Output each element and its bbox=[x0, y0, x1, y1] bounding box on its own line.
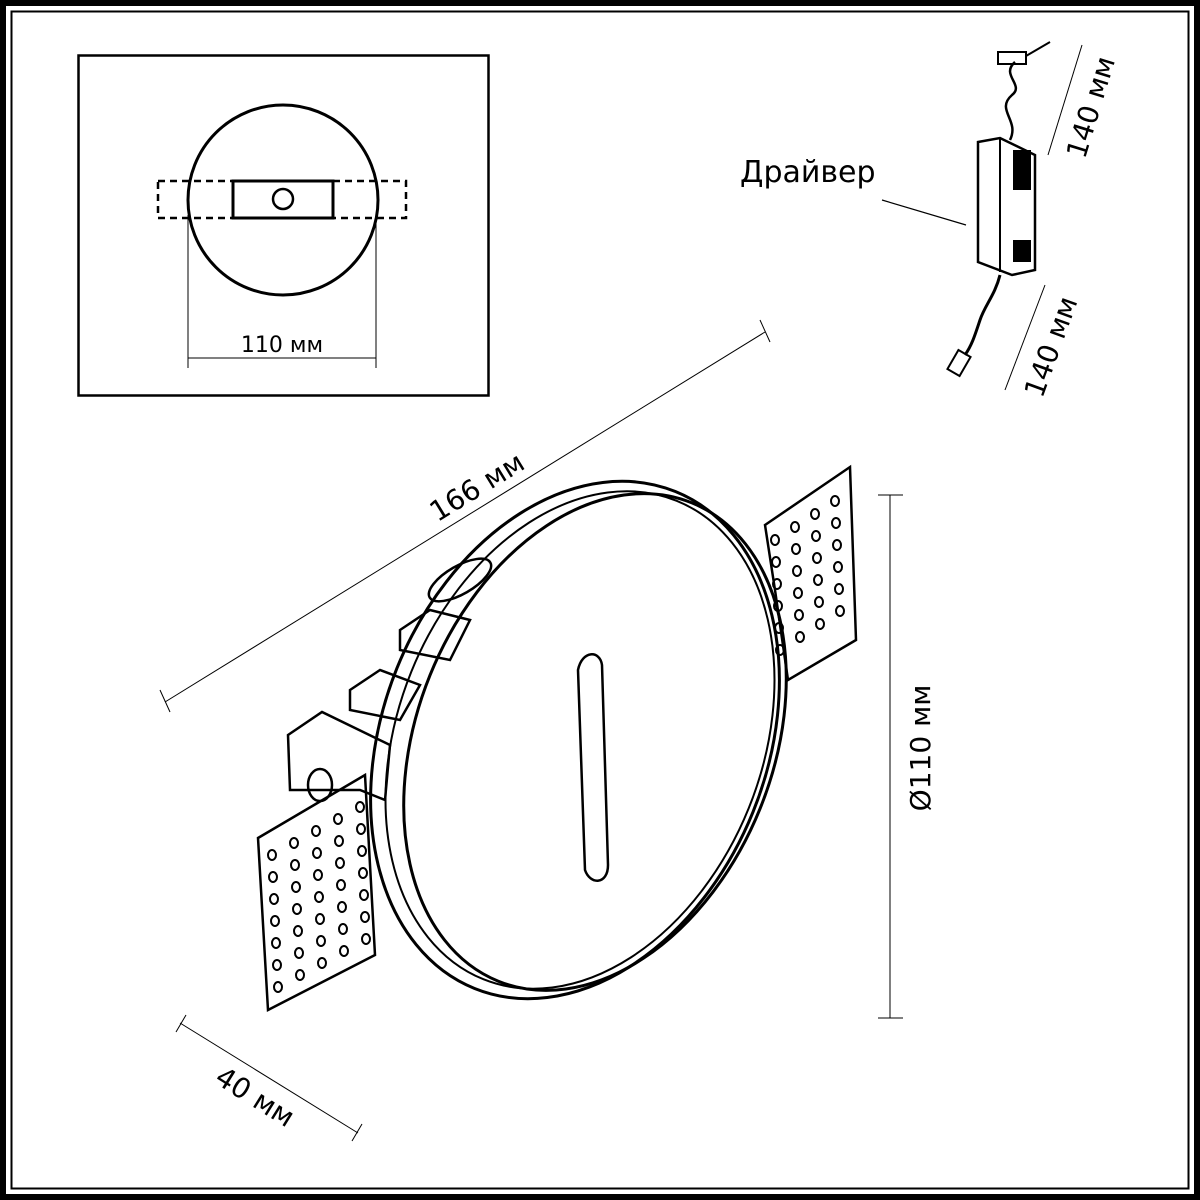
perforation-hole bbox=[811, 530, 821, 542]
perforation-hole bbox=[333, 813, 343, 825]
perforation-hole bbox=[269, 893, 279, 905]
disc-face bbox=[402, 492, 788, 992]
perforation-hole bbox=[771, 556, 781, 568]
bracket-slot bbox=[306, 767, 334, 803]
spring-clip-right bbox=[331, 179, 408, 220]
perforation-hole bbox=[294, 947, 304, 959]
driver-input-cable bbox=[1004, 61, 1018, 141]
perforation-hole bbox=[814, 596, 824, 608]
perforation-hole bbox=[770, 534, 780, 546]
perforation-hole bbox=[813, 574, 823, 586]
output-cable-length-label: 140 мм bbox=[1018, 292, 1085, 402]
perforation-hole bbox=[361, 933, 371, 945]
perforation-hole bbox=[291, 881, 301, 893]
perforation-hole bbox=[834, 583, 844, 595]
perforation-hole bbox=[290, 859, 300, 871]
perforation-hole bbox=[831, 517, 841, 529]
perforation-hole bbox=[790, 521, 800, 533]
right-mounting-plate bbox=[763, 464, 858, 683]
perforation-hole bbox=[267, 849, 277, 861]
dim-line-140-top bbox=[1047, 44, 1083, 156]
perforation-hole bbox=[311, 825, 321, 837]
perforation-hole bbox=[795, 631, 805, 643]
perforation-hole bbox=[292, 903, 302, 915]
perforation-hole bbox=[315, 913, 325, 925]
perforation-hole bbox=[793, 587, 803, 599]
disc-rim-outer bbox=[369, 479, 781, 1001]
perforation-hole bbox=[335, 857, 345, 869]
perforation-hole bbox=[772, 578, 782, 590]
perforation-hole bbox=[794, 609, 804, 621]
perforation-hole bbox=[314, 891, 324, 903]
perforation-hole bbox=[360, 911, 370, 923]
perforation-hole bbox=[316, 935, 326, 947]
dim-tick bbox=[175, 1014, 187, 1033]
driver-drawing: Драйвер 140 мм 140 мм bbox=[740, 41, 1122, 402]
perforation-hole bbox=[356, 823, 366, 835]
input-connector bbox=[997, 51, 1027, 65]
main-view: 166 мм Ø110 мм 40 мм bbox=[159, 319, 937, 1142]
inner-frame bbox=[10, 10, 1190, 1190]
driver-label: Драйвер bbox=[740, 155, 876, 190]
driver-output-cable bbox=[963, 274, 1002, 356]
output-connector bbox=[946, 348, 972, 378]
perforation-hole bbox=[337, 901, 347, 913]
input-wire bbox=[1025, 41, 1051, 57]
disc-rim-inner bbox=[384, 490, 776, 990]
driver-end-cap bbox=[1013, 240, 1031, 262]
perforation-hole bbox=[355, 801, 365, 813]
perforation-hole bbox=[268, 871, 278, 883]
perforation-hole bbox=[271, 937, 281, 949]
perforation-hole bbox=[270, 915, 280, 927]
perforation-hole bbox=[833, 561, 843, 573]
perforation-hole bbox=[357, 845, 367, 857]
top-diameter-label: 110 мм bbox=[241, 333, 323, 358]
left-plate-holes bbox=[267, 801, 371, 993]
perforation-hole bbox=[359, 889, 369, 901]
perforation-hole bbox=[835, 605, 845, 617]
perforation-hole bbox=[815, 618, 825, 630]
perforation-hole bbox=[336, 879, 346, 891]
perforation-hole bbox=[830, 495, 840, 507]
dim-tick bbox=[759, 319, 771, 343]
dim-line-40 bbox=[179, 1022, 359, 1134]
perforation-hole bbox=[812, 552, 822, 564]
perforation-hole bbox=[317, 957, 327, 969]
perforation-hole bbox=[791, 543, 801, 555]
perforation-hole bbox=[334, 835, 344, 847]
light-slot bbox=[576, 653, 610, 882]
driver-label-plate bbox=[1013, 150, 1031, 190]
perforation-hole bbox=[273, 981, 283, 993]
perforation-hole bbox=[313, 869, 323, 881]
housing-block bbox=[348, 668, 422, 722]
dim-line-166 bbox=[164, 331, 766, 703]
perforation-hole bbox=[792, 565, 802, 577]
perforation-hole bbox=[810, 508, 820, 520]
perforation-hole bbox=[289, 837, 299, 849]
depth-label: 40 мм bbox=[209, 1060, 300, 1134]
perforation-hole bbox=[272, 959, 282, 971]
driver-leader-line bbox=[881, 199, 967, 226]
spring-clip-left bbox=[156, 179, 235, 220]
mount-bracket bbox=[231, 179, 335, 220]
inset-frame bbox=[77, 54, 490, 397]
mount-hole bbox=[271, 187, 295, 211]
perforation-hole bbox=[832, 539, 842, 551]
dim-tick bbox=[159, 689, 171, 713]
top-view-inset: 110 мм bbox=[77, 54, 490, 397]
perforation-hole bbox=[339, 945, 349, 957]
perforation-hole bbox=[293, 925, 303, 937]
perforation-hole bbox=[312, 847, 322, 859]
dim-line-140-bottom bbox=[1004, 284, 1046, 391]
perforation-hole bbox=[358, 867, 368, 879]
perforation-hole bbox=[338, 923, 348, 935]
top-spring bbox=[427, 557, 493, 603]
diameter-label: Ø110 мм bbox=[904, 685, 937, 812]
dim-tick bbox=[351, 1123, 363, 1142]
perforation-hole bbox=[295, 969, 305, 981]
fixture-outline-top bbox=[186, 103, 380, 297]
input-cable-length-label: 140 мм bbox=[1060, 52, 1122, 162]
